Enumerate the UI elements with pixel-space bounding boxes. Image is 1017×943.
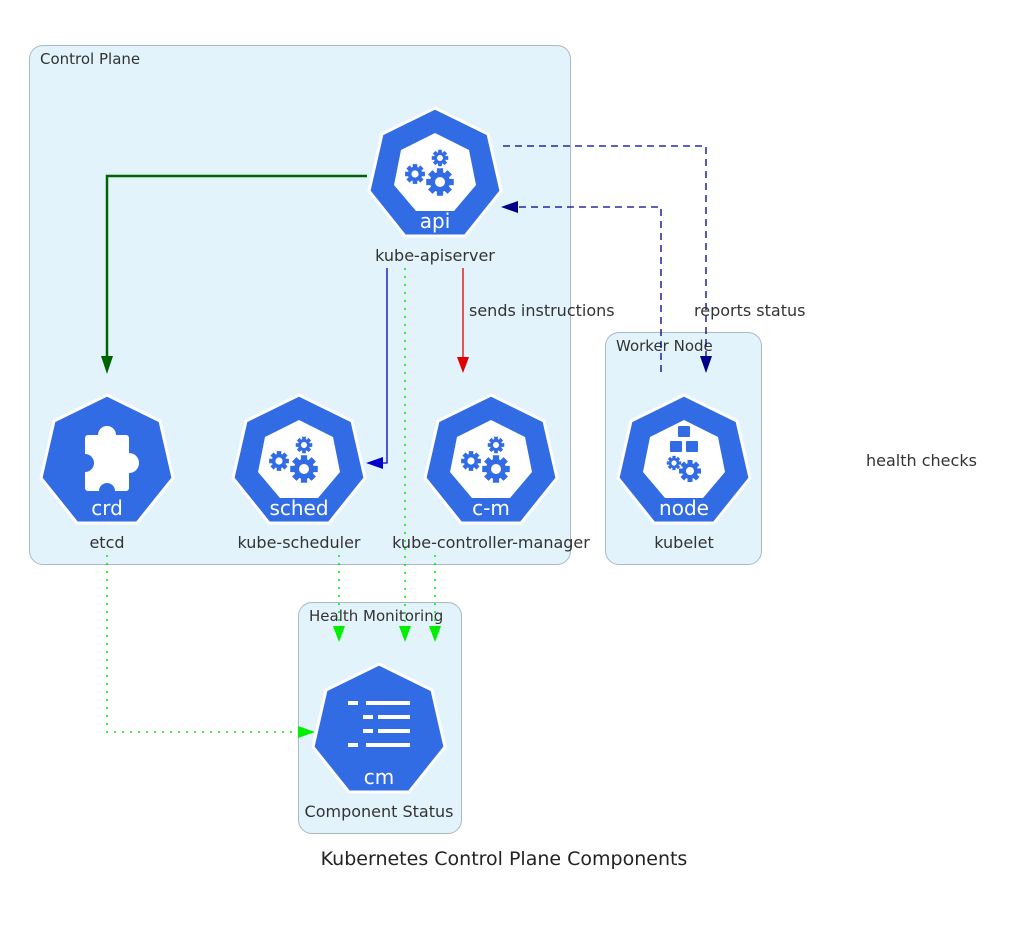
etcd-label: etcd bbox=[89, 533, 125, 552]
puzzle-icon bbox=[76, 426, 139, 499]
etcd-icon-text: crd bbox=[91, 496, 123, 520]
edge-scheduler-to-component-status bbox=[333, 555, 345, 642]
health-checks-label: health checks bbox=[866, 451, 977, 470]
scheduler-icon-text: sched bbox=[269, 496, 328, 520]
edge-apiserver-to-kubelet bbox=[503, 145, 712, 373]
edge-apiserver-to-etcd bbox=[101, 174, 367, 374]
apiserver-label: kube-apiserver bbox=[375, 246, 495, 265]
controller-manager-node[interactable]: c-m bbox=[423, 393, 559, 525]
scheduler-node[interactable]: sched bbox=[231, 393, 367, 525]
etcd-node[interactable]: crd bbox=[39, 393, 175, 525]
component-status-node[interactable]: cm bbox=[311, 662, 447, 794]
reports-status-label: reports status bbox=[694, 301, 806, 320]
kubelet-label: kubelet bbox=[654, 533, 714, 552]
edge-apiserver-to-scheduler bbox=[366, 268, 388, 469]
edge-apiserver-to-component-status bbox=[399, 268, 411, 642]
kubelet-node[interactable]: node bbox=[616, 393, 752, 525]
component-status-label: Component Status bbox=[304, 802, 454, 821]
edge-etcd-to-component-status bbox=[106, 555, 315, 738]
kubelet-icon-text: node bbox=[659, 496, 709, 520]
cubes-icon bbox=[670, 426, 698, 452]
worker-node-label: Worker Node bbox=[616, 337, 713, 355]
edge-kubelet-to-apiserver bbox=[501, 201, 662, 372]
edge-controller-manager-to-component-status bbox=[429, 555, 441, 642]
diagram-title: Kubernetes Control Plane Components bbox=[320, 848, 688, 870]
controller-manager-label: kube-controller-manager bbox=[392, 533, 590, 552]
control-plane-label: Control Plane bbox=[40, 50, 141, 68]
health-monitoring-label: Health Monitoring bbox=[309, 607, 444, 625]
scheduler-label: kube-scheduler bbox=[237, 533, 361, 552]
component-status-icon-text: cm bbox=[364, 765, 394, 789]
edge-apiserver-to-controller-manager bbox=[457, 268, 469, 373]
apiserver-node[interactable]: api bbox=[367, 106, 503, 238]
heptagon-icon bbox=[311, 662, 447, 794]
sends-instructions-label: sends instructions bbox=[469, 301, 615, 320]
list-icon bbox=[348, 701, 410, 747]
controller-manager-icon-text: c-m bbox=[472, 496, 510, 520]
apiserver-icon-text: api bbox=[420, 209, 451, 233]
